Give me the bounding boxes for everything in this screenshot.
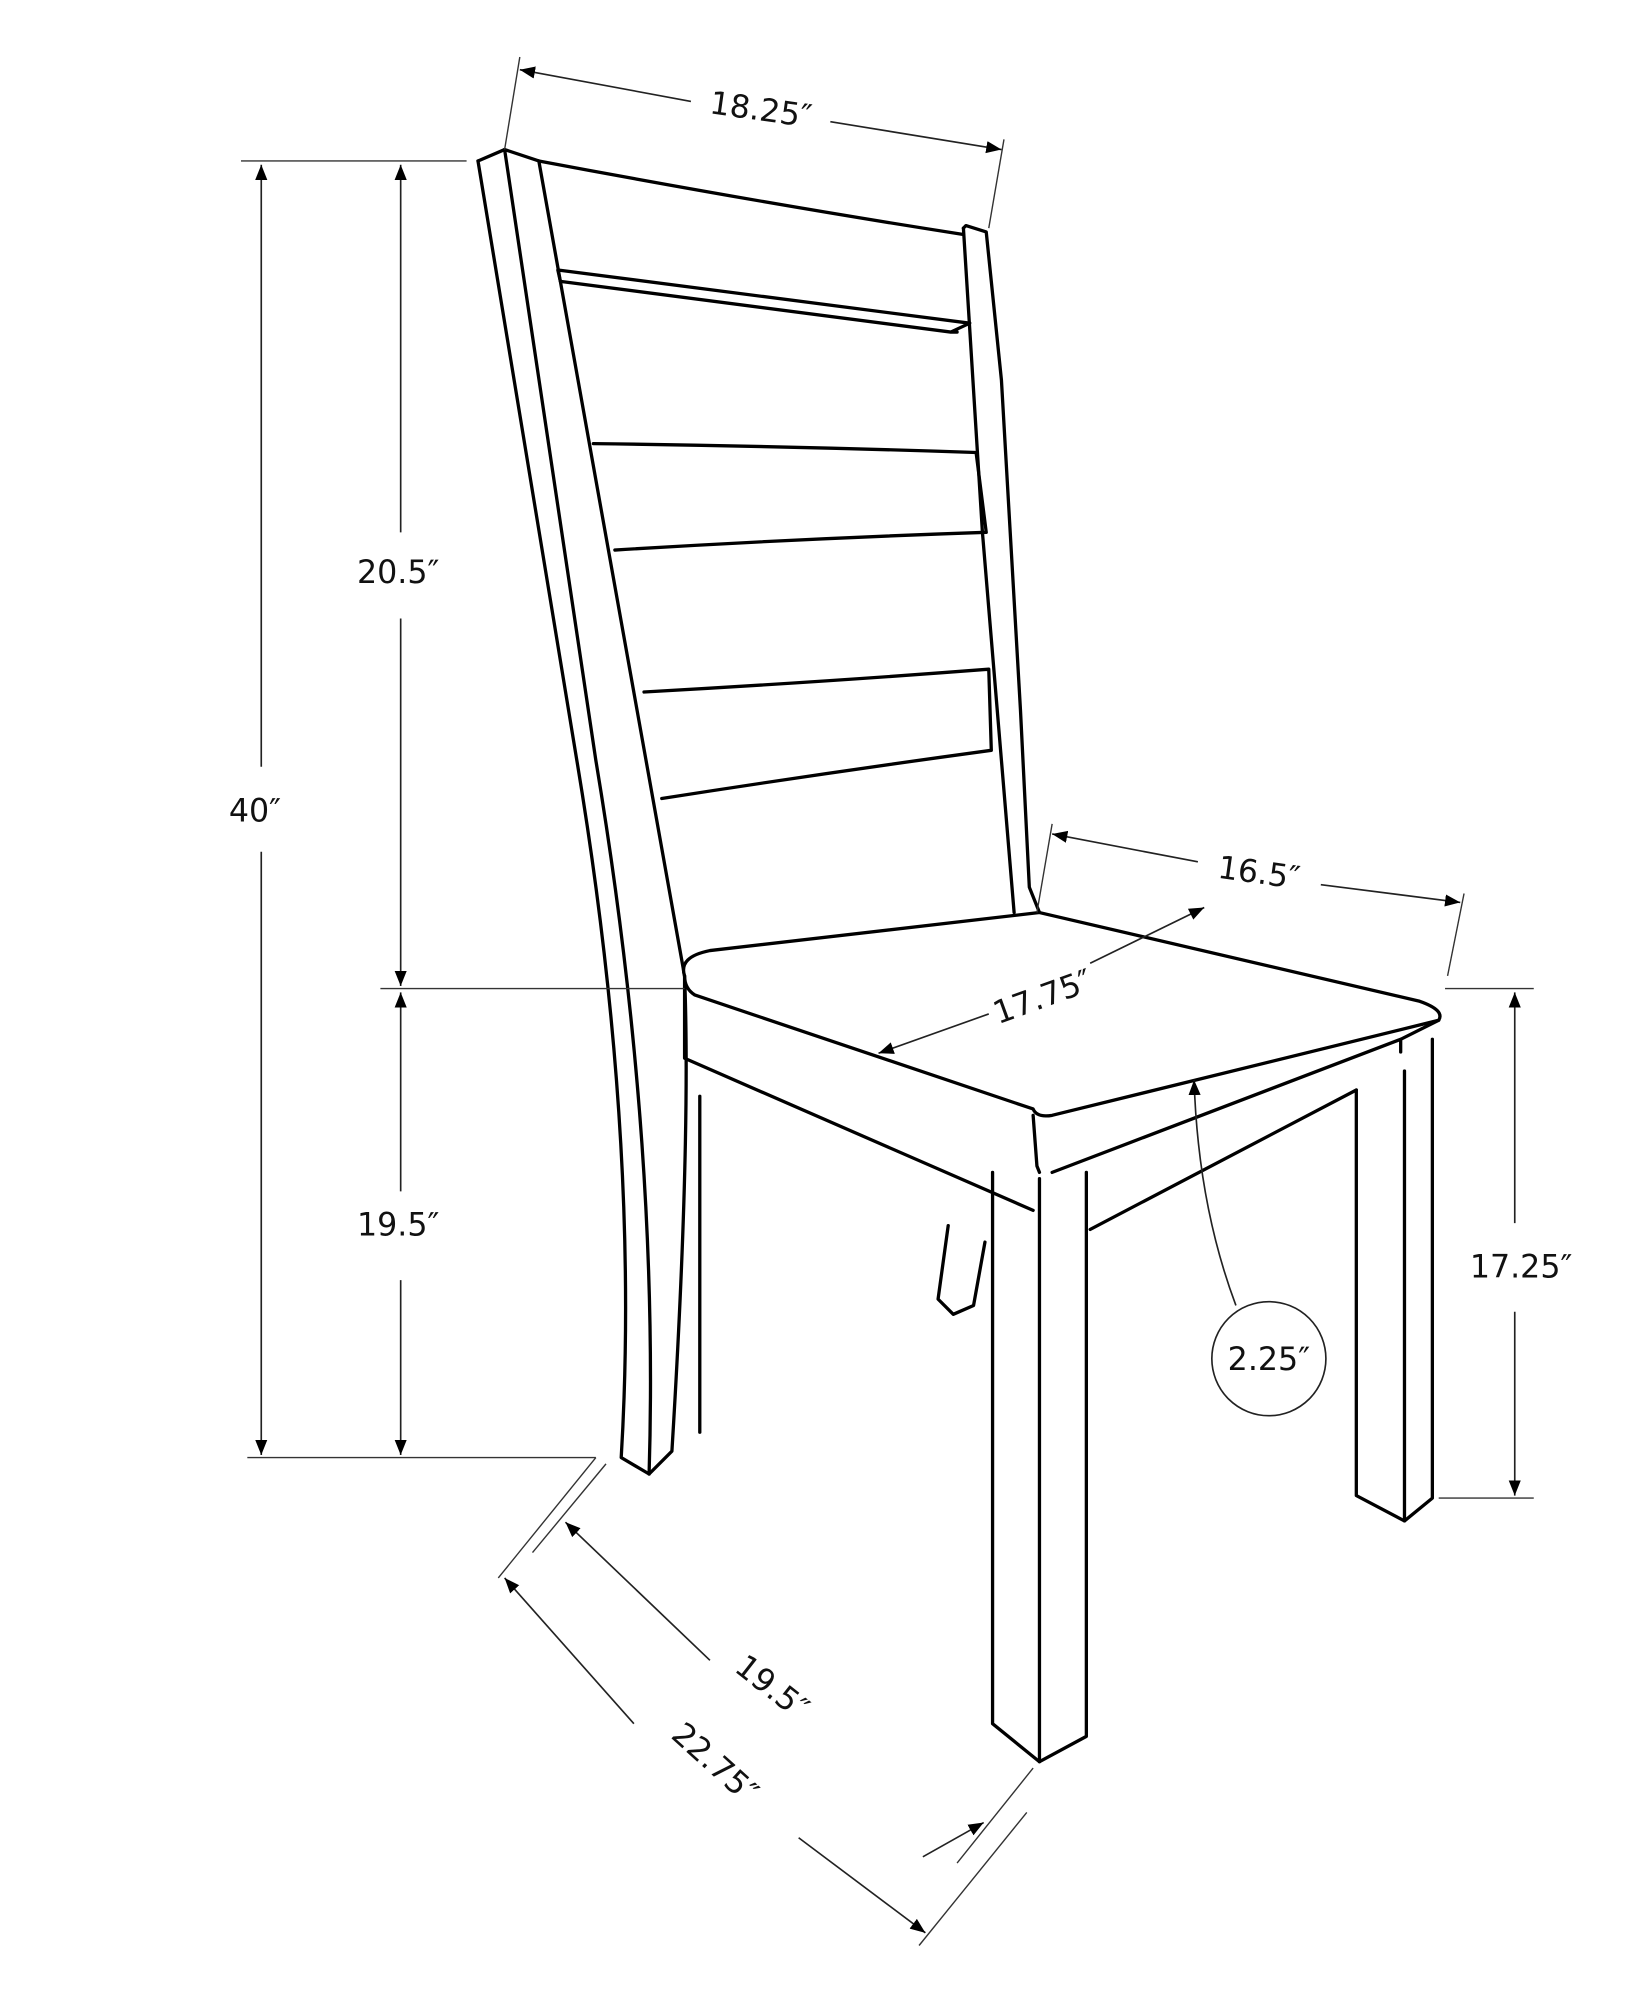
dim-seat-thickness: 2.25″	[1188, 1079, 1327, 1417]
label-total-height: 40″	[229, 793, 281, 829]
label-seat-thickness: 2.25″	[1228, 1342, 1311, 1378]
back-right-leg	[936, 1223, 987, 1316]
chair-drawing	[476, 147, 1442, 1764]
label-back-width: 18.25″	[708, 85, 815, 135]
top-rail	[537, 159, 966, 237]
front-right-leg	[1354, 1037, 1435, 1523]
dim-back-height: 20.5″	[357, 164, 685, 990]
back-left-post	[476, 147, 688, 1476]
dim-apron-to-floor: 17.25″	[1438, 987, 1573, 1499]
label-apron-to-floor: 17.25″	[1470, 1250, 1573, 1286]
front-left-leg	[990, 1170, 1089, 1764]
dim-total-height: 40″	[229, 160, 596, 1459]
back-slat-1	[556, 268, 972, 334]
back-slat-2	[591, 441, 988, 552]
label-seat-depth: 16.5″	[1216, 850, 1303, 897]
label-back-height: 20.5″	[357, 555, 440, 591]
label-seat-height: 19.5″	[357, 1208, 440, 1244]
dim-leg-depth: 19.5″	[531, 1463, 1034, 1864]
dim-seat-height: 19.5″	[357, 992, 440, 1456]
back-slat-3	[642, 667, 993, 801]
back-right-post	[961, 223, 1042, 915]
label-overall-depth: 22.75″	[664, 1716, 764, 1811]
seat	[681, 910, 1442, 1232]
label-leg-depth: 19.5″	[728, 1648, 815, 1727]
dim-back-width: 18.25″	[503, 56, 1005, 229]
